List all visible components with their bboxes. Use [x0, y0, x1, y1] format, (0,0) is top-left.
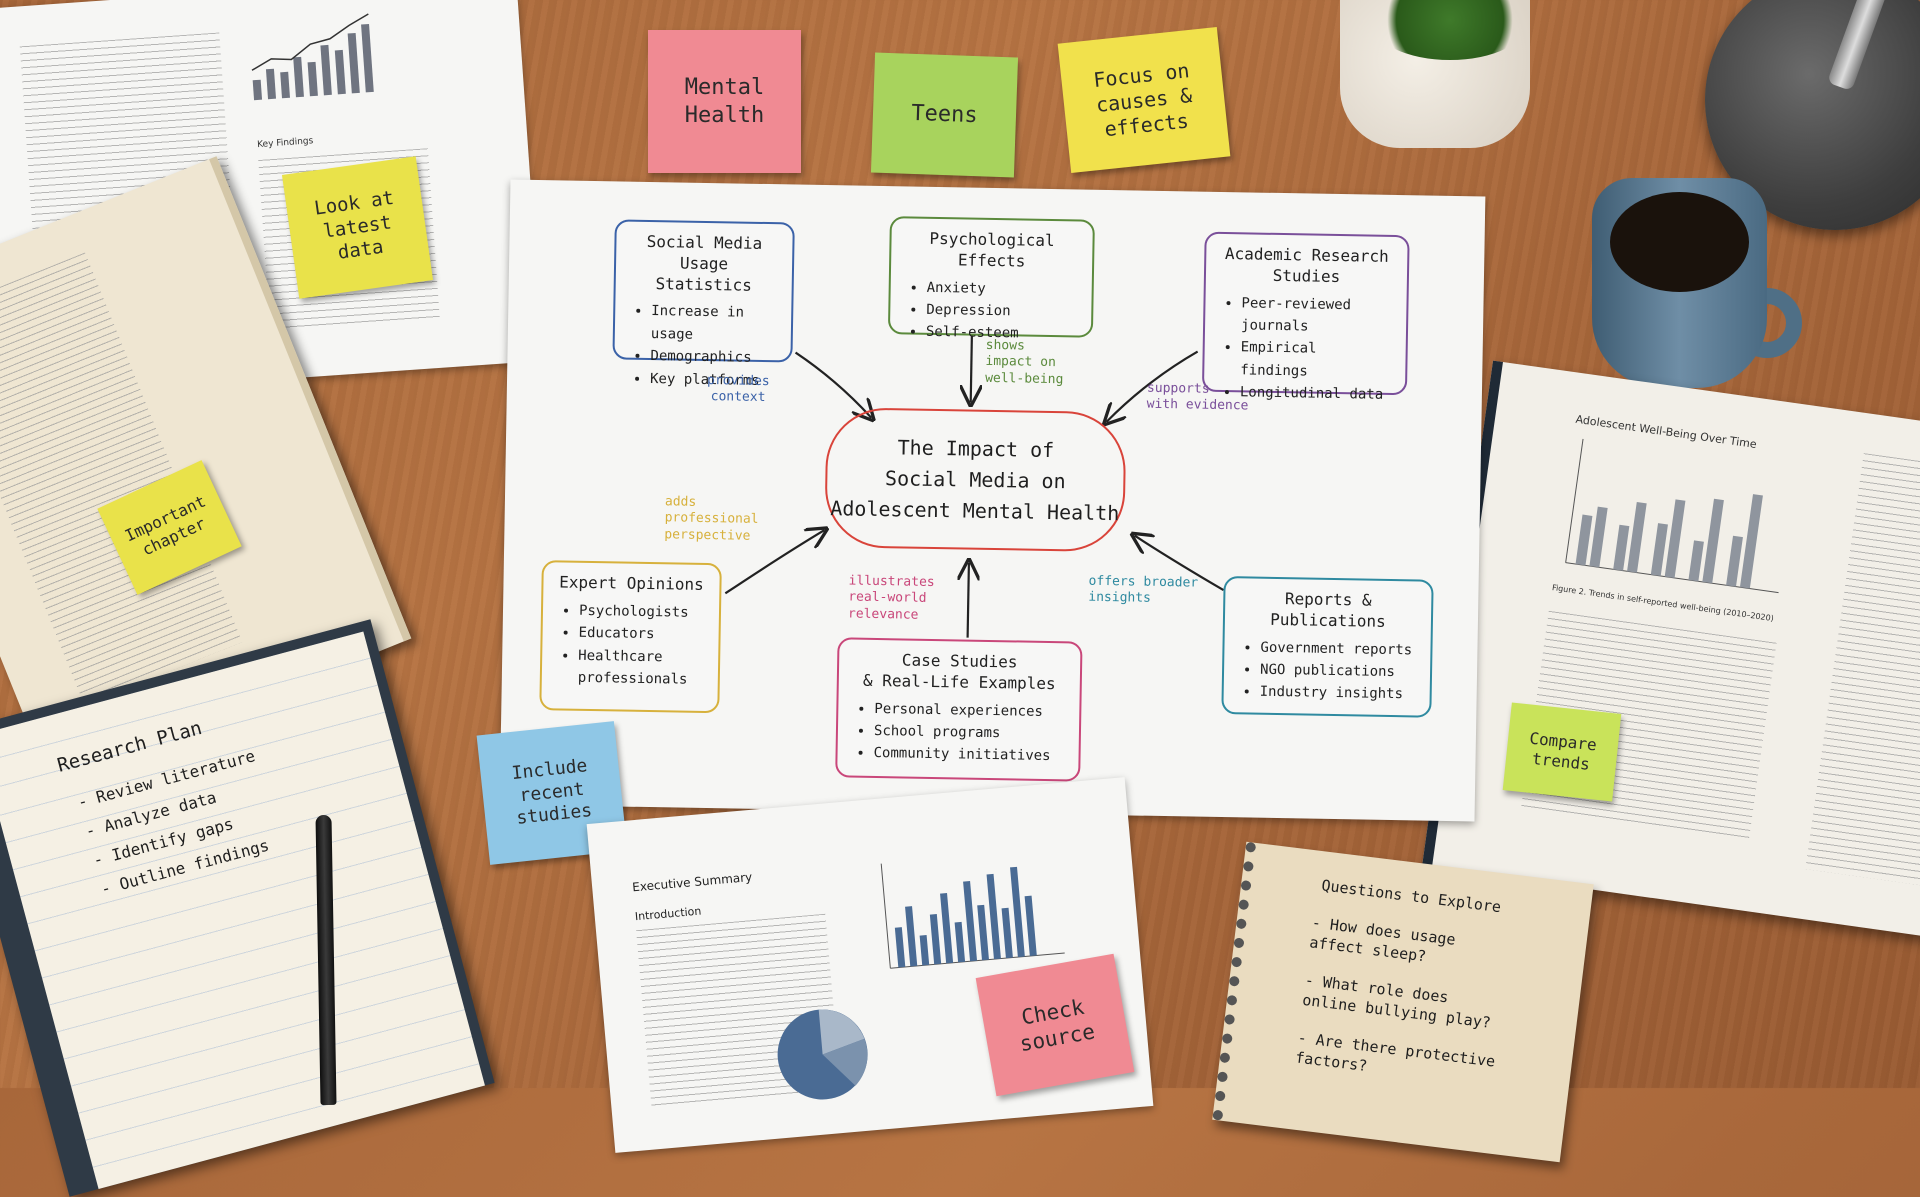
- label-shows-impact: shows impact on well-being: [985, 337, 1064, 387]
- arrow-case: [968, 563, 969, 638]
- notebook-research-plan: Research Plan - Review literature - Anal…: [0, 619, 495, 1197]
- node-title: Reports & Publications: [1270, 589, 1386, 631]
- node-item: NGO publications: [1260, 659, 1416, 684]
- key-findings-label: Key Findings: [256, 136, 314, 151]
- central-topic-text: The Impact of Social Media on Adolescent…: [830, 434, 1120, 525]
- node-item: Psychologists: [579, 600, 705, 625]
- summary-pie-chart: [777, 1009, 868, 1100]
- question-item: - What role does online bullying play?: [1301, 970, 1492, 1033]
- notebook-page: Research Plan - Review literature - Anal…: [0, 631, 485, 1189]
- connector-arrows: [724, 333, 1225, 638]
- arrow-psych: [971, 333, 972, 403]
- node-item: Community initiatives: [873, 742, 1064, 768]
- introduction-heading: Introduction: [634, 904, 702, 924]
- node-item: Increase in usage: [651, 300, 778, 347]
- node-item: Personal experiences: [874, 698, 1065, 724]
- sticky-compare-trends: Compare trends: [1502, 702, 1622, 802]
- label-supports-evidence: supports with evidence: [1146, 380, 1249, 414]
- coffee-surface: [1610, 192, 1749, 292]
- node-psychological-effects: Psychological Effects AnxietyDepressionS…: [887, 216, 1095, 342]
- mind-map-sheet: The Impact of Social Media on Adolescent…: [499, 179, 1486, 822]
- node-title: Case Studies & Real-Life Examples: [862, 650, 1056, 693]
- node-expert-opinions: Expert Opinions PsychologistsEducatorsHe…: [539, 560, 722, 714]
- coffee-mug: [1592, 178, 1802, 388]
- node-item: Depression: [926, 299, 1077, 324]
- node-item: Government reports: [1260, 636, 1416, 661]
- sticky-causes-effects: Focus on causes & effects: [1057, 26, 1231, 174]
- report-bar-chart: [251, 13, 374, 101]
- executive-summary-title: Executive Summary: [631, 869, 753, 895]
- sticky-mental-health: Mental Health: [648, 30, 801, 173]
- node-item: Industry insights: [1259, 681, 1415, 706]
- executive-summary-report: Executive Summary Introduction: [586, 777, 1154, 1153]
- node-title: Social Media Usage Statistics: [646, 231, 763, 295]
- central-topic: The Impact of Social Media on Adolescent…: [824, 407, 1127, 553]
- node-title: Psychological Effects: [929, 228, 1055, 271]
- label-professional-perspective: adds professional perspective: [664, 494, 759, 544]
- arrow-expert: [724, 528, 824, 595]
- arrow-research: [1106, 350, 1199, 424]
- potted-plant: [1340, 0, 1530, 150]
- node-item: Anxiety: [927, 276, 1078, 301]
- node-item: Longitudinal data: [1240, 381, 1391, 406]
- sticky-check-source: Check source: [975, 953, 1135, 1097]
- node-item: Demographics: [650, 345, 776, 370]
- sticky-latest-data: Look at latest data: [281, 156, 434, 299]
- book-bar-chart: [1565, 438, 1779, 594]
- node-academic-research: Academic Research Studies Peer-reviewed …: [1201, 231, 1410, 403]
- node-item: School programs: [874, 720, 1065, 746]
- node-item: Healthcare professionals: [578, 644, 705, 691]
- node-item: Empirical findings: [1240, 337, 1392, 384]
- node-social-media-usage: Social Media Usage Statistics Increase i…: [612, 219, 795, 388]
- node-title: Academic Research Studies: [1224, 244, 1389, 286]
- label-broader-insights: offers broader insights: [1088, 573, 1199, 607]
- question-item: - How does usage affect sleep?: [1308, 913, 1457, 966]
- notebook-questions: Questions to Explore - How does usage af…: [1212, 841, 1594, 1163]
- node-case-studies: Case Studies & Real-Life Examples Person…: [835, 637, 1083, 782]
- question-item: - Are there protective factors?: [1294, 1028, 1497, 1076]
- open-book-right: Adolescent Well-Being Over Time Figure 2…: [1422, 360, 1920, 940]
- arrow-usage: [794, 351, 872, 418]
- questions-title: Questions to Explore: [1320, 876, 1503, 917]
- sticky-teens: Teens: [870, 52, 1019, 178]
- arrow-reports: [1133, 535, 1225, 591]
- node-title: Expert Opinions: [559, 572, 704, 594]
- report-stack-top-left: Key Findings: [0, 0, 543, 399]
- label-real-world: illustrates real-world relevance: [847, 573, 935, 623]
- node-item: Educators: [578, 622, 704, 647]
- book-right-text-2: [1805, 453, 1920, 886]
- node-reports-publications: Reports & Publications Government report…: [1221, 576, 1434, 718]
- node-item: Peer-reviewed journals: [1241, 292, 1393, 339]
- summary-bar-chart: [880, 863, 1065, 969]
- label-provides-context: provides context: [706, 373, 770, 406]
